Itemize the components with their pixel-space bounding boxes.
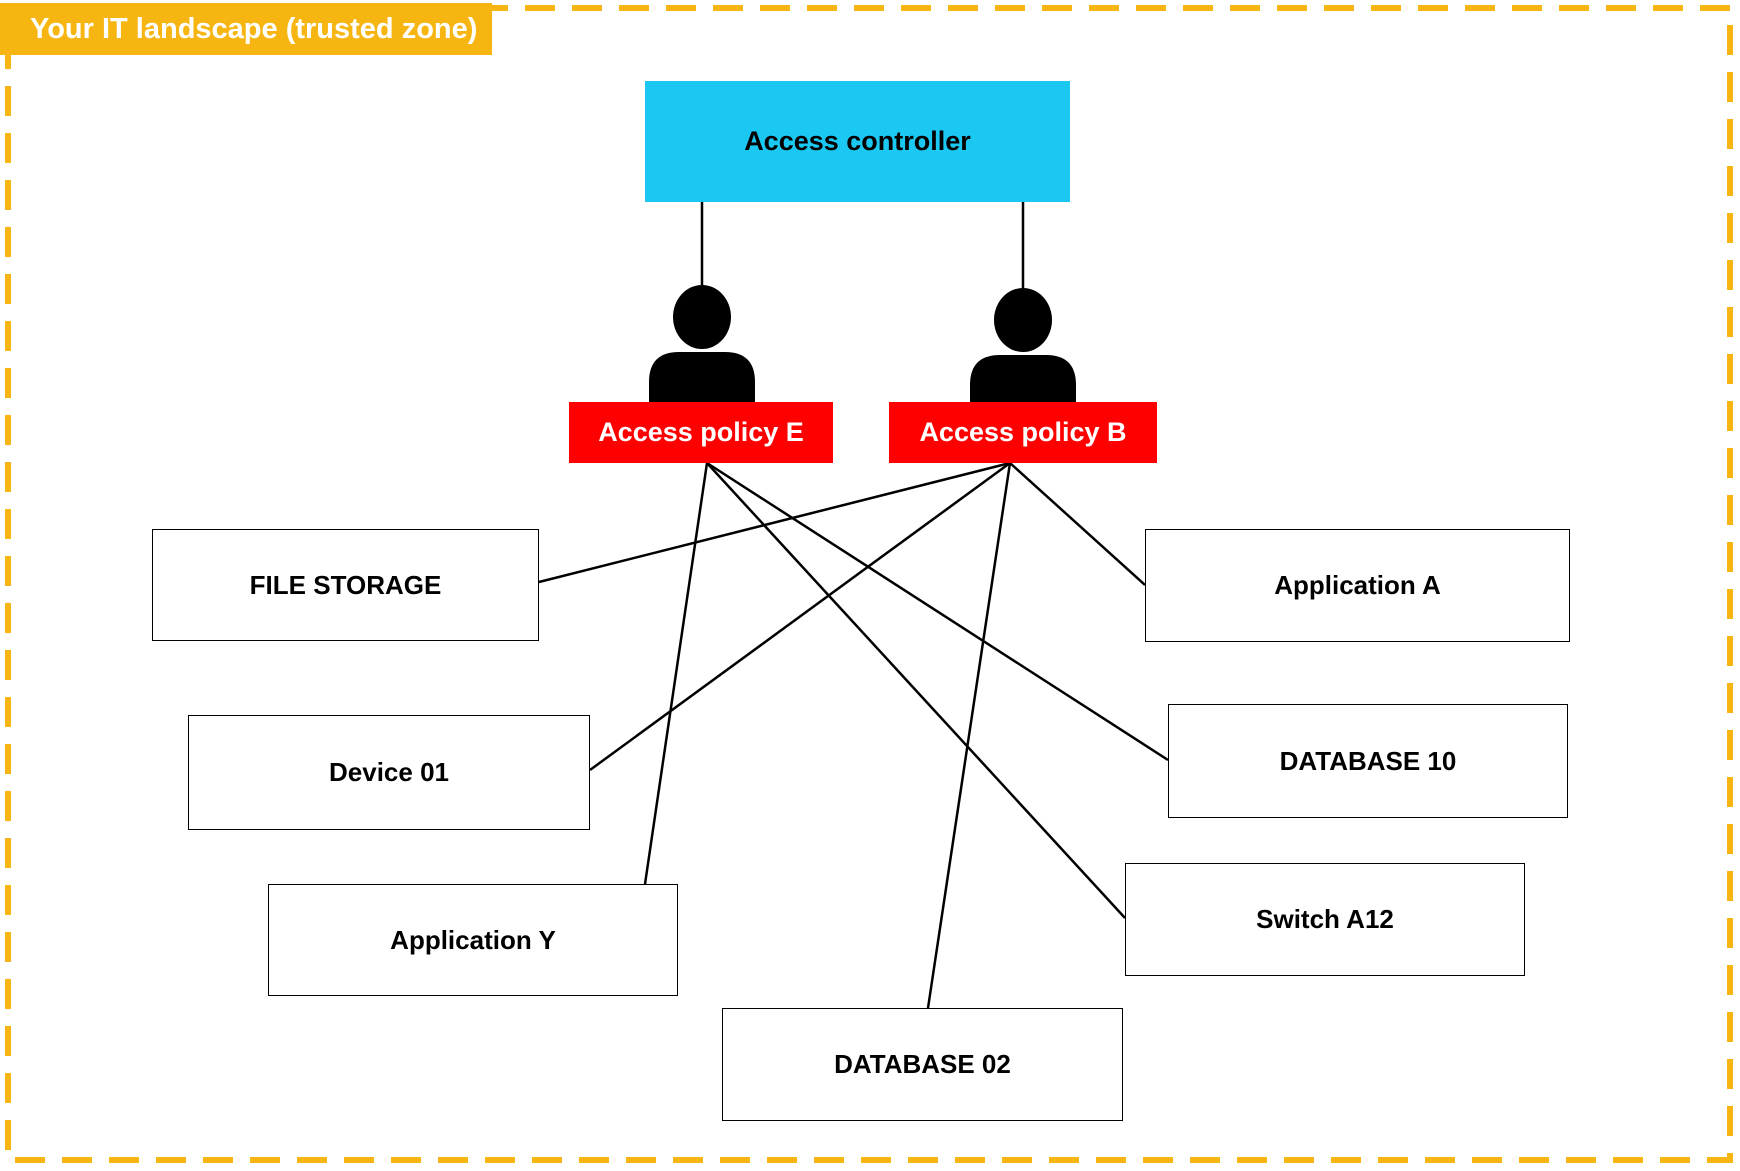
person-icon-b — [970, 288, 1076, 412]
database-02-node: DATABASE 02 — [722, 1008, 1123, 1121]
person-body — [649, 352, 755, 412]
application-y-label: Application Y — [390, 924, 556, 955]
file-storage-label: FILE STORAGE — [249, 569, 442, 600]
connection-line-policyB-device01 — [589, 461, 1011, 772]
switch-a12-label: Switch A12 — [1256, 904, 1394, 934]
device-01-node: Device 01 — [188, 715, 590, 830]
device-01-label: Device 01 — [329, 757, 449, 787]
connection-line-policyB-fileStorage — [538, 461, 1011, 584]
access-policy-b-label: Access policy B — [919, 417, 1127, 447]
connection-line-policyE-switchA12 — [706, 462, 1126, 919]
access-policy-e-label: Access policy E — [598, 417, 804, 447]
trusted-zone-title-banner: Your IT landscape (trusted zone) — [0, 3, 492, 55]
trusted-zone-dashed-border — [5, 5, 1733, 1163]
connection-line-policyE-applicationY — [643, 462, 709, 885]
connection-line-policyB-applicationA — [1009, 462, 1146, 586]
person-head — [994, 288, 1052, 352]
database-10-node: DATABASE 10 — [1168, 704, 1568, 818]
access-controller-label: Access controller — [744, 126, 971, 156]
person-head — [673, 285, 731, 349]
connection-line-policyE-database10 — [706, 461, 1169, 762]
application-y-node: Application Y — [268, 884, 678, 996]
access-controller-node: Access controller — [645, 81, 1070, 202]
access-policy-b-node: Access policy B — [889, 402, 1157, 463]
zone-title: Your IT landscape (trusted zone) — [30, 12, 478, 45]
person-icon-e — [649, 285, 755, 412]
person-body — [970, 355, 1076, 412]
file-storage-node: FILE STORAGE — [152, 529, 539, 641]
connection-lines — [538, 202, 1169, 1009]
database-02-label: DATABASE 02 — [834, 1049, 1011, 1079]
application-a-label: Application A — [1274, 570, 1441, 600]
access-policy-e-node: Access policy E — [569, 402, 833, 463]
application-a-node: Application A — [1145, 529, 1570, 642]
database-10-label: DATABASE 10 — [1279, 745, 1457, 776]
switch-a12-node: Switch A12 — [1125, 863, 1525, 976]
connection-line-policyB-database02 — [926, 462, 1012, 1009]
